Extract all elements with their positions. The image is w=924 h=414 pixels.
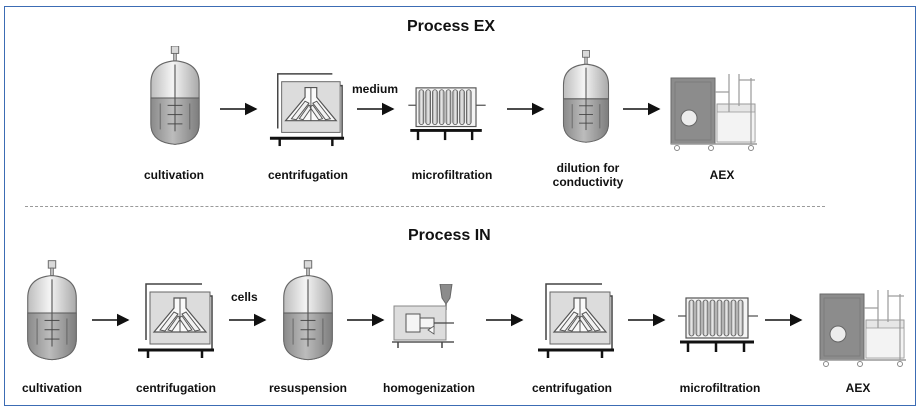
homogenizer-icon xyxy=(392,284,462,354)
section-divider xyxy=(25,206,825,207)
process-in-title: Process IN xyxy=(408,227,491,244)
arrow-icon xyxy=(357,102,395,116)
step-label: cultivation xyxy=(144,168,205,182)
step-label: conductivity xyxy=(552,175,624,189)
step-label: centrifugation xyxy=(532,381,612,395)
chromatography-icon xyxy=(666,72,762,152)
bioreactor-icon xyxy=(280,260,336,364)
arrow-icon xyxy=(486,313,524,327)
step-label: AEX xyxy=(709,168,735,182)
arrow-icon xyxy=(628,313,666,327)
arrow-icon xyxy=(229,313,267,327)
arrow-icon xyxy=(92,313,130,327)
step-label: microfiltration xyxy=(679,381,761,395)
centrifuge-icon xyxy=(136,280,216,360)
step-label: resuspension xyxy=(268,381,348,395)
bioreactor-icon xyxy=(560,50,612,146)
arrow-icon xyxy=(220,102,258,116)
step-label: cultivation xyxy=(21,381,82,395)
arrow-icon xyxy=(347,313,385,327)
bioreactor-icon xyxy=(147,46,203,148)
step-label: centrifugation xyxy=(136,381,216,395)
filter-icon xyxy=(678,294,758,354)
centrifuge-icon xyxy=(536,280,616,360)
bioreactor-icon xyxy=(24,260,80,364)
step-label: AEX xyxy=(845,381,871,395)
step-label: centrifugation xyxy=(268,168,348,182)
step-label: dilution for xyxy=(556,161,620,175)
arrow-icon xyxy=(507,102,545,116)
stream-label-cells: cells xyxy=(231,290,258,304)
arrow-icon xyxy=(623,102,661,116)
step-label: microfiltration xyxy=(411,168,493,182)
filter-icon xyxy=(408,84,486,142)
step-label: homogenization xyxy=(383,381,475,395)
centrifuge-icon xyxy=(268,70,346,148)
arrow-icon xyxy=(765,313,803,327)
chromatography-icon xyxy=(815,288,911,368)
stream-label-medium: medium xyxy=(352,82,399,96)
process-ex-title: Process EX xyxy=(407,18,496,35)
